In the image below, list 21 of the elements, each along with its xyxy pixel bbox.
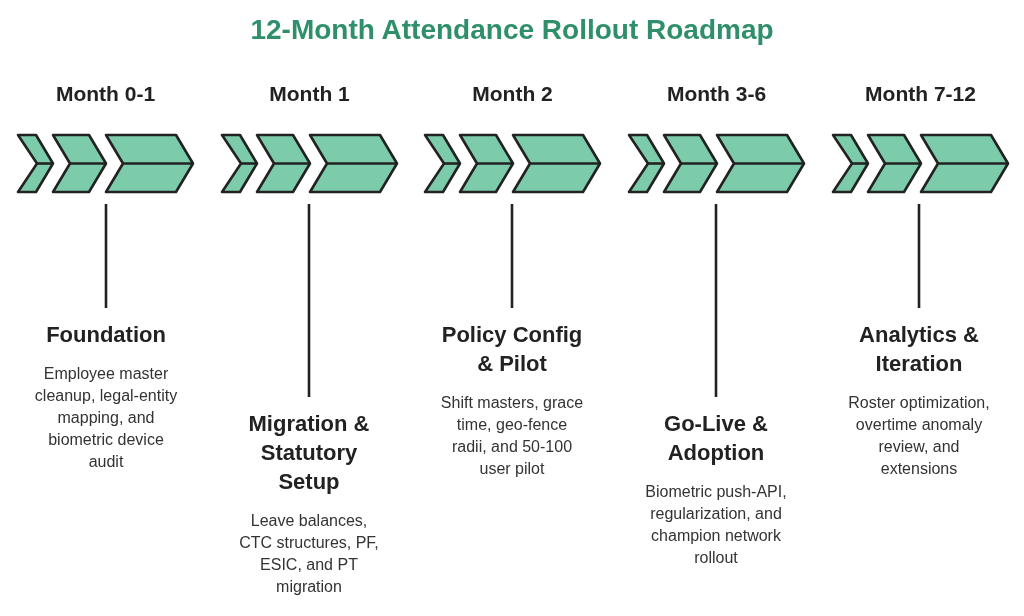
leader-line xyxy=(307,204,311,397)
phase-title: Policy Config & Pilot xyxy=(441,321,583,378)
month-heading: Month 0-1 xyxy=(55,81,156,107)
phase-description: Employee master cleanup, legal-entity mapping, and biometric device audit xyxy=(34,364,178,472)
leader-line xyxy=(510,204,514,308)
month-heading: Month 7-12 xyxy=(864,81,977,107)
phase-title: Migration & Statutory Setup xyxy=(248,410,370,496)
phase-description: Roster optimization, overtime anomaly review, and extensions xyxy=(847,393,991,479)
phase-title: Foundation xyxy=(45,321,167,349)
phase-title: Go-Live & Adoption xyxy=(663,410,769,467)
month-heading: Month 3-6 xyxy=(666,81,767,107)
leader-line xyxy=(917,204,921,308)
leader-line xyxy=(714,204,718,397)
diagram-title: 12-Month Attendance Rollout Roadmap xyxy=(250,13,774,47)
month-heading: Month 1 xyxy=(268,81,351,107)
phase-title: Analytics & Iteration xyxy=(858,321,980,378)
phase-description: Shift masters, grace time, geo-fence radii, and 50-100 user pilot xyxy=(440,393,584,479)
leader-line xyxy=(104,204,108,308)
phase-description: Leave balances, CTC structures, PF, ESIC, and PT migration xyxy=(238,511,380,597)
month-heading: Month 2 xyxy=(471,81,554,107)
phase-description: Biometric push-API, regularization, and champion network rollout xyxy=(644,482,788,568)
